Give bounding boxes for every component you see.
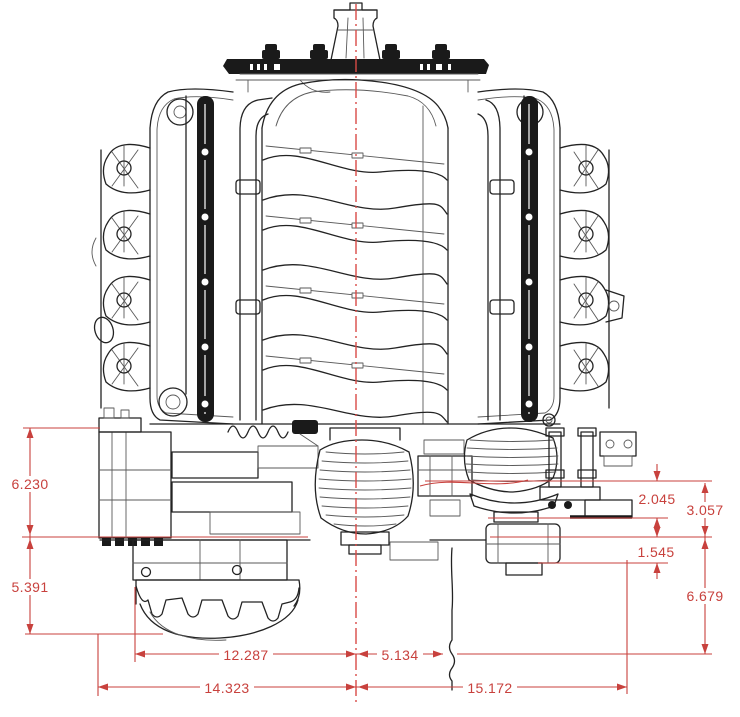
dimension-label-6-230: 6.230 [11,476,48,492]
dimension-label-2-045: 2.045 [638,491,675,507]
sump-curve [139,599,299,639]
engine-mount-bracket [539,413,637,519]
dimension-lines: 6.230 5.391 2.045 1.545 3.057 6.679 12.2… [7,427,729,696]
right-fuel-rail [477,96,538,422]
dimension-label-5-134: 5.134 [381,647,418,663]
left-coil-pack [91,143,151,409]
starter [485,523,561,576]
mount-tab [584,499,633,518]
dimension-arrowheads [26,428,709,691]
right-coil-pack [559,143,625,409]
left-fuel-rail [197,96,273,422]
corrugated-hose [227,425,289,439]
left-dimension-lines [22,427,308,696]
front-cover [98,407,487,546]
right-valve-cover [477,88,561,425]
left-valve-cover [149,88,234,425]
dimension-label-15-172: 15.172 [467,680,512,696]
dimension-label-1-545: 1.545 [637,544,674,560]
dimension-label-6-679: 6.679 [686,588,723,604]
crank-pulley [314,427,414,555]
top-bar-bolts [262,44,450,59]
engine-line-drawing [91,2,637,691]
oil-pan [135,579,301,641]
water-pump-pulley [463,427,559,523]
dimension-label-5-391: 5.391 [11,579,48,595]
accessory-bracket-center [389,439,473,561]
label-masks [7,476,729,696]
intake-manifold [261,78,449,425]
dipstick [448,547,456,691]
dimension-label-12-287: 12.287 [223,647,268,663]
dimension-label-14-323: 14.323 [204,680,249,696]
dimension-label-3-057: 3.057 [686,502,723,518]
